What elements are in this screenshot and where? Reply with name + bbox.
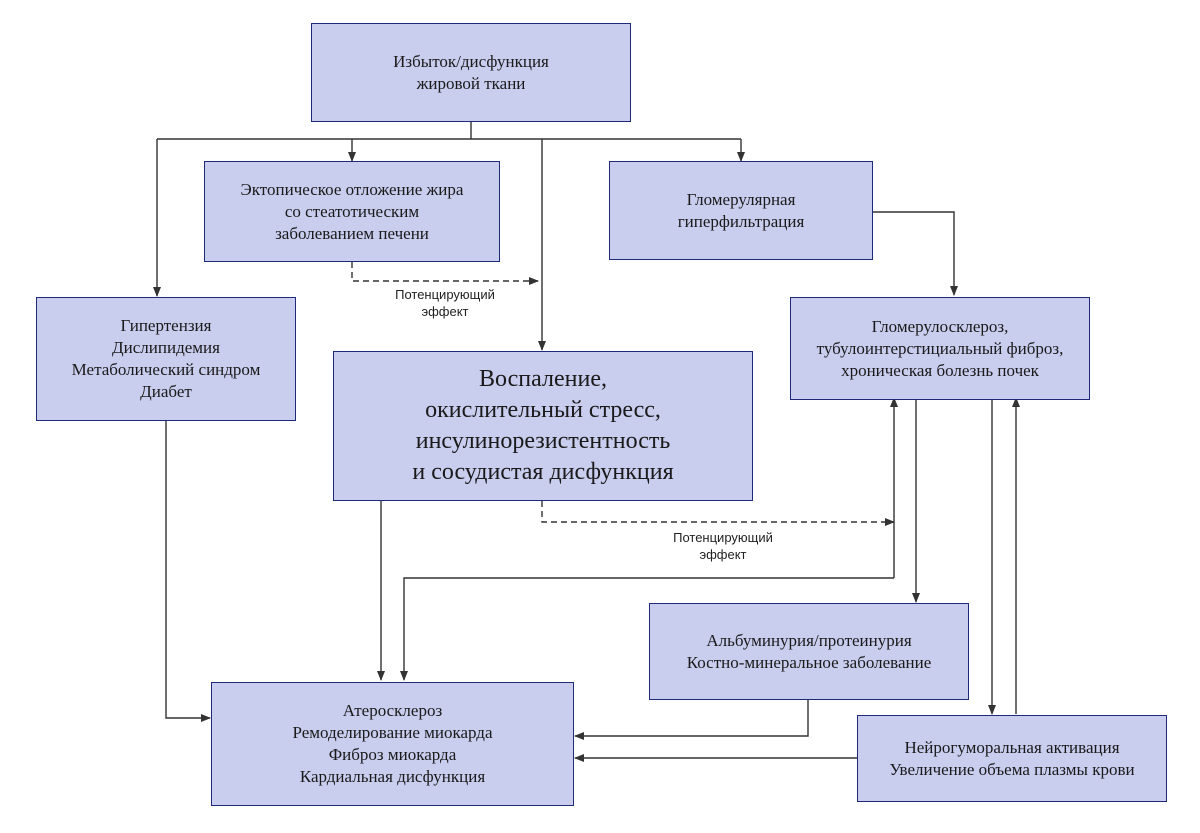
node-line: заболеванием печени xyxy=(275,223,429,243)
node-line: инсулинорезистентность xyxy=(415,428,671,454)
node-albuminuria: Альбуминурия/протеинурия Костно-минераль… xyxy=(649,603,969,700)
note-line: Потенцирующий xyxy=(673,530,773,545)
node-line: Кардиальная дисфункция xyxy=(299,767,486,786)
dashed-inflammation-potentiating xyxy=(541,501,895,526)
node-line: Метаболический синдром xyxy=(71,360,261,379)
node-line: Диабет xyxy=(140,382,192,401)
node-line: Гломерулярная xyxy=(686,189,796,209)
label-potentiating-effect-2: Потенцирующий эффект xyxy=(648,529,798,563)
node-line: Гипертензия xyxy=(120,316,212,335)
node-line: гиперфильтрация xyxy=(677,211,805,231)
node-line: Костно-минеральное заболевание xyxy=(686,652,932,672)
node-line: Дислипидемия xyxy=(112,338,220,357)
arrow-hypertension-to-atherosclerosis xyxy=(165,421,211,722)
node-line: хроническая болезнь почек xyxy=(841,360,1039,380)
node-line: Фиброз миокарда xyxy=(328,745,457,764)
node-hypertension: Гипертензия Дислипидемия Метаболический … xyxy=(36,297,296,421)
node-line: Избыток/дисфункция xyxy=(393,51,549,71)
note-line: Потенцирующий xyxy=(395,287,495,302)
label-potentiating-effect-1: Потенцирующий эффект xyxy=(370,286,520,320)
node-glomerular-hyperfiltration: Гломерулярная гиперфильтрация xyxy=(609,161,873,260)
node-ectopic-fat: Эктопическое отложение жира со стеатотич… xyxy=(204,161,500,262)
node-glomerulosclerosis: Гломерулосклероз, тубулоинтерстициальный… xyxy=(790,297,1090,400)
node-line: тубулоинтерстициальный фиброз, xyxy=(816,338,1064,358)
node-line: окислительный стресс, xyxy=(425,397,661,423)
node-line: Атеросклероз xyxy=(342,701,443,720)
node-neurohumoral: Нейрогуморальная активация Увеличение об… xyxy=(857,715,1167,802)
arrow-to-atherosclerosis-from-right xyxy=(400,577,894,681)
note-line: эффект xyxy=(699,547,747,562)
note-line: эффект xyxy=(421,304,469,319)
node-line: Воспаление, xyxy=(479,366,607,392)
arrow-albuminuria-to-atherosclerosis xyxy=(574,700,809,740)
dashed-ectopic-potentiating xyxy=(351,262,539,285)
node-adipose-excess: Избыток/дисфункция жировой ткани xyxy=(311,23,631,122)
node-line: Ремоделирование миокарда xyxy=(292,723,493,742)
node-line: и сосудистая дисфункция xyxy=(412,459,674,485)
node-line: Эктопическое отложение жира xyxy=(240,179,464,199)
node-atherosclerosis: Атеросклероз Ремоделирование миокарда Фи… xyxy=(211,682,574,806)
node-line: Гломерулосклероз, xyxy=(871,316,1009,336)
node-line: со стеатотическим xyxy=(284,201,420,221)
node-line: жировой ткани xyxy=(416,73,526,93)
arrow-glomerular-to-sclerosis xyxy=(873,211,958,296)
node-line: Альбуминурия/протеинурия xyxy=(706,630,912,650)
node-line: Нейрогуморальная активация xyxy=(904,737,1120,757)
node-inflammation: Воспаление, окислительный стресс, инсули… xyxy=(333,351,753,501)
node-line: Увеличение объема плазмы крови xyxy=(889,759,1135,779)
